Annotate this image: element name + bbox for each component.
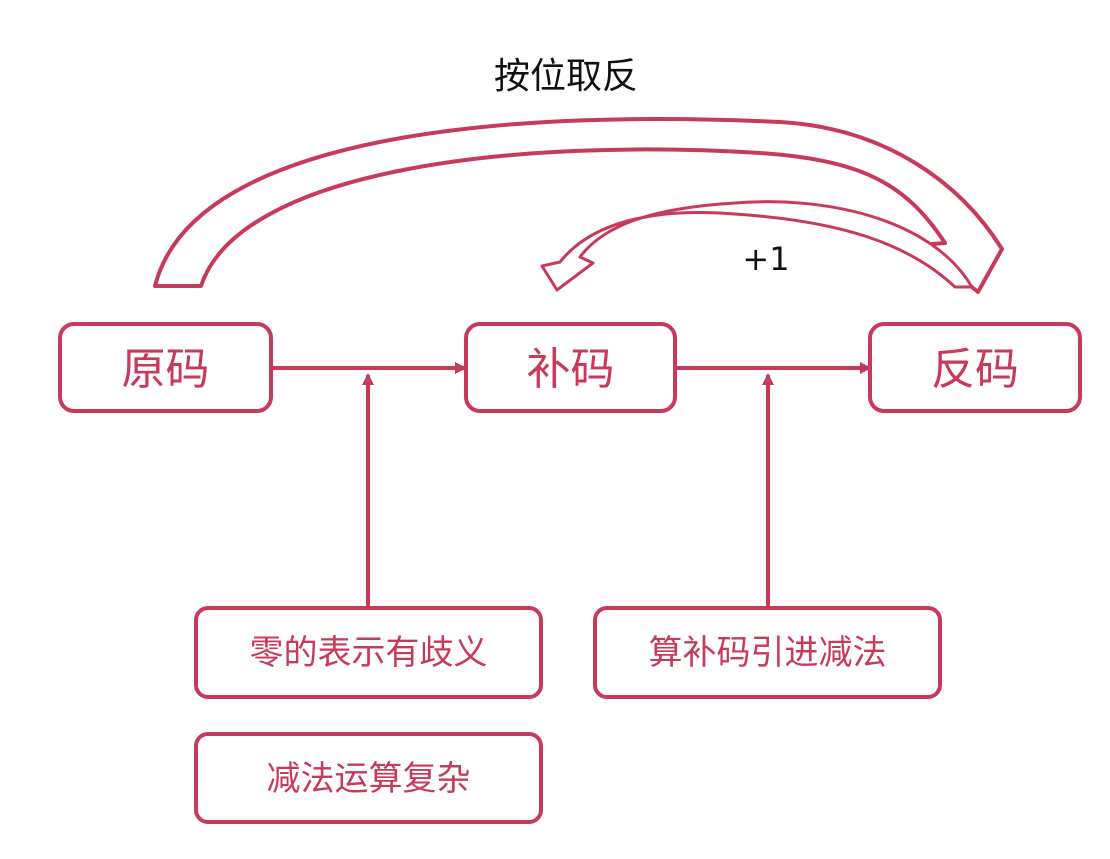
note-complement-subtraction-label: 算补码引进减法: [649, 633, 887, 673]
plus-one-label: +1: [742, 240, 789, 278]
note-complement-subtraction: 算补码引进减法: [593, 606, 942, 699]
node-original-label: 原码: [122, 344, 210, 395]
node-ones-complement: 反码: [868, 322, 1082, 413]
node-original: 原码: [58, 322, 273, 413]
invert-arc-arrow: [153, 117, 1004, 294]
node-ones-complement-label: 反码: [931, 344, 1019, 395]
node-complement: 补码: [464, 322, 677, 413]
plus-one-arc-arrow: [540, 200, 974, 292]
node-complement-label: 补码: [527, 344, 615, 395]
note-subtraction-complex: 减法运算复杂: [194, 732, 543, 824]
note-zero-ambiguity: 零的表示有歧义: [194, 606, 543, 699]
invert-label: 按位取反: [494, 56, 638, 97]
note-subtraction-complex-label: 减法运算复杂: [267, 759, 471, 799]
note-zero-ambiguity-label: 零的表示有歧义: [250, 633, 488, 673]
